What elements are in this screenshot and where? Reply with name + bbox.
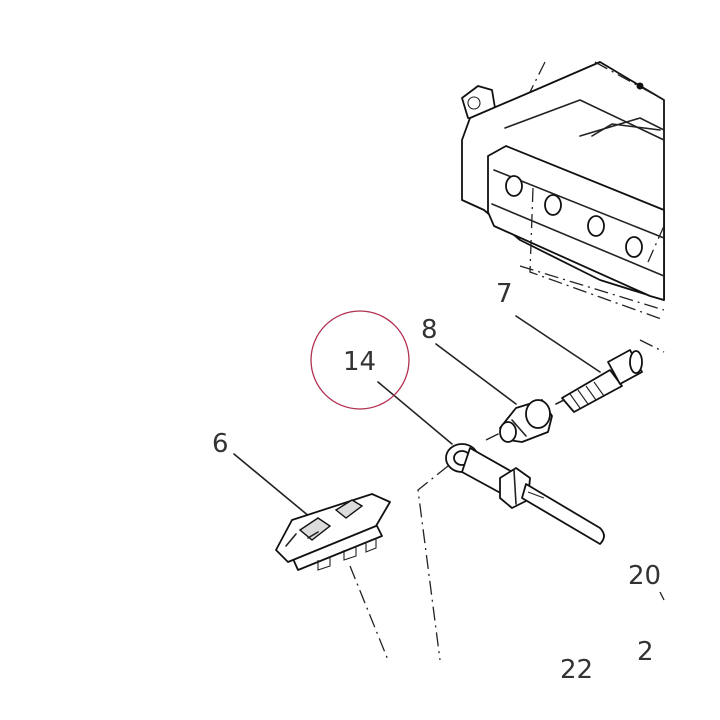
callout-20-label: 20 [628,561,661,591]
callout-14-highlight-circle [310,310,410,410]
callout-6-label: 6 [212,429,229,459]
callout-7-label: 7 [496,279,513,309]
callout-14-label: 14 [343,347,376,377]
callout-8-label: 8 [421,315,438,345]
clamp-block-part-6 [233,453,391,661]
callout-21-label: 2 [637,637,654,667]
housing-assembly [461,61,665,353]
bushing-part-8 [435,343,553,443]
callout-22-label: 22 [560,655,593,685]
link-rod-part-14 [377,381,605,661]
bolt-part-7 [515,315,643,413]
